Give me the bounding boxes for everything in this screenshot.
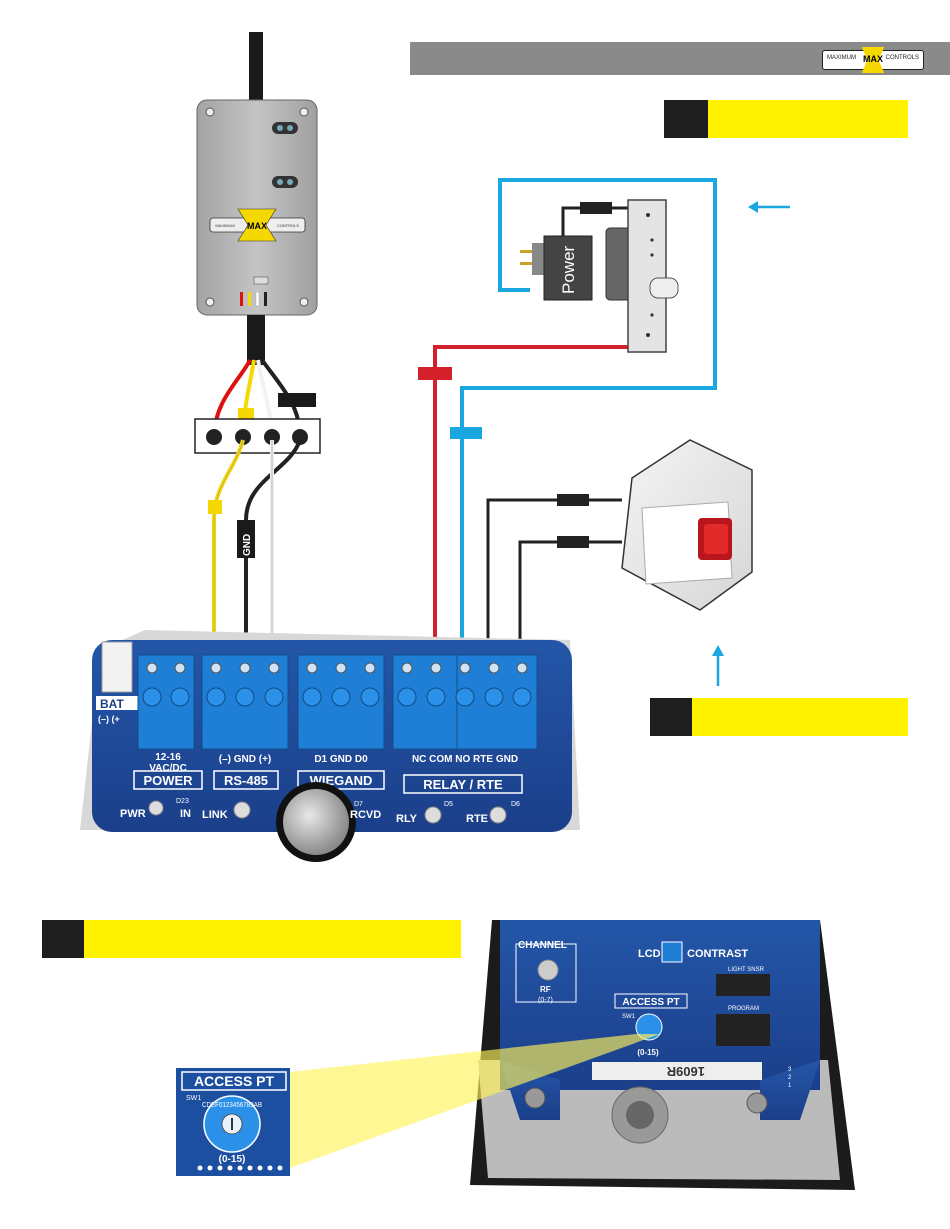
step-header-2 [692, 698, 908, 736]
range-label: (0-15) [637, 1048, 659, 1057]
contrast-label: CONTRAST [687, 948, 748, 960]
led-d5-label: D5 [444, 801, 453, 808]
chip-label: 1609R [666, 1064, 705, 1079]
led-rly-label: RLY [396, 813, 418, 825]
led-pwr-label: PWR [120, 808, 146, 820]
relay-title: RELAY / RTE [423, 777, 503, 792]
led-d7-label: D7 [354, 801, 363, 808]
rf-range-label: (0-7) [538, 997, 553, 1004]
relay-pins-label: NC COM NO RTE GND [412, 754, 518, 765]
gnd-wire-label: GND [242, 534, 253, 556]
reader-board [470, 920, 855, 1190]
j15-pin-1: 1 [788, 1083, 792, 1089]
bat-label: BAT [100, 697, 124, 711]
request-to-exit-button [621, 439, 753, 611]
zoom-title: ACCESS PT [194, 1073, 275, 1089]
step-header-3 [84, 920, 461, 958]
wiegand-pins-label: D1 GND D0 [314, 754, 368, 765]
led-in-label: IN [180, 808, 191, 820]
power-supply-label: Power [559, 245, 578, 294]
j15-pin-3: 3 [788, 1067, 792, 1073]
led-link-label: LINK [202, 809, 228, 821]
channel-label: CHANNEL [518, 940, 567, 951]
brand-center-text: MAX [863, 54, 883, 64]
step-number-box-3 [42, 920, 84, 958]
led-rcvd-label: RCVD [350, 809, 381, 821]
antenna [249, 32, 263, 104]
lcd-label: LCD [638, 948, 661, 960]
power-supply: Power [520, 235, 593, 301]
access-pt-zoom [176, 1068, 290, 1176]
step-number-box-1 [664, 100, 708, 138]
rs485-pins-label: (–) GND (+) [219, 754, 272, 765]
receiver-brand-left: MAXIMUM [215, 223, 234, 228]
power-sub-label: VAC/DC [149, 763, 187, 774]
led-d23-label: D23 [176, 798, 189, 805]
j15-pin-2: 2 [788, 1075, 792, 1081]
zoom-range-label: (0-15) [219, 1154, 246, 1165]
brand-x-shape [861, 47, 885, 73]
electric-strike [605, 199, 679, 353]
brand-logo: MAXIMUM MAX CONTROLS [822, 47, 924, 73]
brand-right-text: CONTROLS [885, 55, 919, 61]
receiver-brand-center: MAX [247, 221, 267, 231]
receiver-brand-right: CONTROLS [277, 223, 300, 228]
power-pins-label: 12-16 [155, 752, 181, 763]
led-d6-label: D6 [511, 801, 520, 808]
access-pt-label: ACCESS PT [622, 997, 679, 1008]
zoom-callout [290, 1034, 660, 1168]
brand-left-text: MAXIMUM [827, 55, 856, 61]
zoom-dial-digits: CDEF0123456789AB [202, 1102, 262, 1109]
program-label: PROGRAM [728, 1006, 759, 1012]
power-title: POWER [143, 773, 193, 788]
status-leds [148, 782, 507, 862]
light-sensor-label: LIGHT SNSR [728, 967, 765, 973]
step-number-box-2 [650, 698, 692, 736]
rf-label: RF [540, 985, 551, 994]
rs485-title: RS-485 [224, 773, 268, 788]
zoom-sw-label: SW1 [186, 1095, 201, 1102]
terminal-blocks [137, 654, 538, 750]
bat-pins: (–) (+ [98, 714, 120, 724]
sw1-label: SW1 [622, 1014, 636, 1020]
led-rte-label: RTE [466, 813, 488, 825]
wireless-receiver: MAX MAXIMUM CONTROLS [196, 99, 318, 316]
step-header-1 [708, 100, 908, 138]
